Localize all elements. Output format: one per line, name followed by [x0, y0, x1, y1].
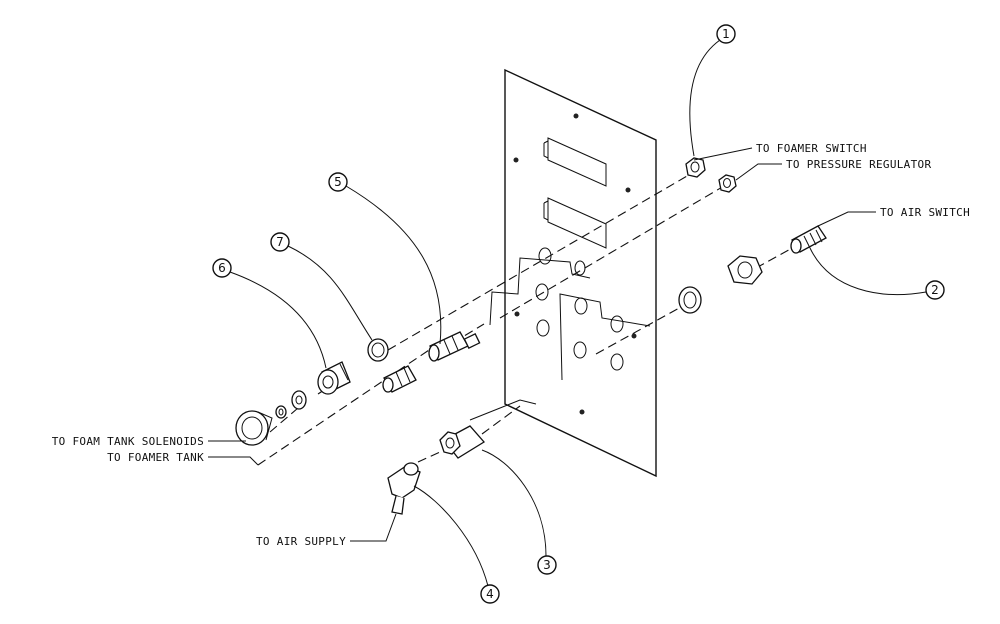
label-air-supply: TO AIR SUPPLY — [256, 535, 346, 548]
pressure-regulator-nut — [718, 174, 737, 193]
label-pressure-regulator: TO PRESSURE REGULATOR — [786, 158, 931, 171]
line-air-switch — [755, 245, 797, 269]
callout-6: 6 — [212, 258, 232, 278]
part-6-bulkhead-fitting — [317, 361, 351, 395]
part-7-o-ring — [367, 338, 389, 362]
panel-cutout-upper — [543, 137, 607, 187]
small-washers — [275, 390, 307, 419]
coupling-foamer-tank — [382, 365, 417, 393]
part-3-hex-coupling — [439, 425, 485, 459]
line-pressure-regulator — [499, 185, 725, 319]
part-4-elbow-fitting — [387, 462, 421, 515]
leader-lines — [208, 39, 927, 587]
callout-1: 1 — [716, 24, 736, 44]
line-foamer-tank — [257, 343, 439, 466]
part-5-fitting — [428, 331, 481, 362]
svg-text:3: 3 — [543, 558, 551, 572]
hex-nut-large — [727, 255, 763, 285]
panel-cutout-lower — [543, 197, 607, 249]
svg-text:4: 4 — [486, 587, 494, 601]
part-2-air-switch-fitting — [790, 225, 827, 254]
mounting-panel — [504, 68, 657, 478]
label-foamer-switch: TO FOAMER SWITCH — [756, 142, 867, 155]
callout-2: 2 — [925, 280, 945, 300]
svg-text:7: 7 — [276, 235, 284, 249]
part-1-nut — [685, 157, 706, 178]
label-foamer-tank: TO FOAMER TANK — [107, 451, 204, 464]
callout-7: 7 — [270, 232, 290, 252]
svg-text:6: 6 — [218, 261, 226, 275]
callout-5: 5 — [328, 172, 348, 192]
washer — [678, 286, 702, 314]
svg-text:5: 5 — [334, 175, 342, 189]
svg-text:2: 2 — [931, 283, 939, 297]
label-foam-tank-solenoids: TO FOAM TANK SOLENOIDS — [52, 435, 204, 448]
svg-text:1: 1 — [722, 27, 730, 41]
tubing-lines — [257, 171, 797, 466]
line-foamer-switch — [387, 171, 695, 351]
callout-4: 4 — [480, 584, 500, 604]
callout-3: 3 — [537, 555, 557, 575]
label-air-switch: TO AIR SWITCH — [880, 206, 970, 219]
foam-tank-solenoid-cap — [235, 410, 273, 446]
